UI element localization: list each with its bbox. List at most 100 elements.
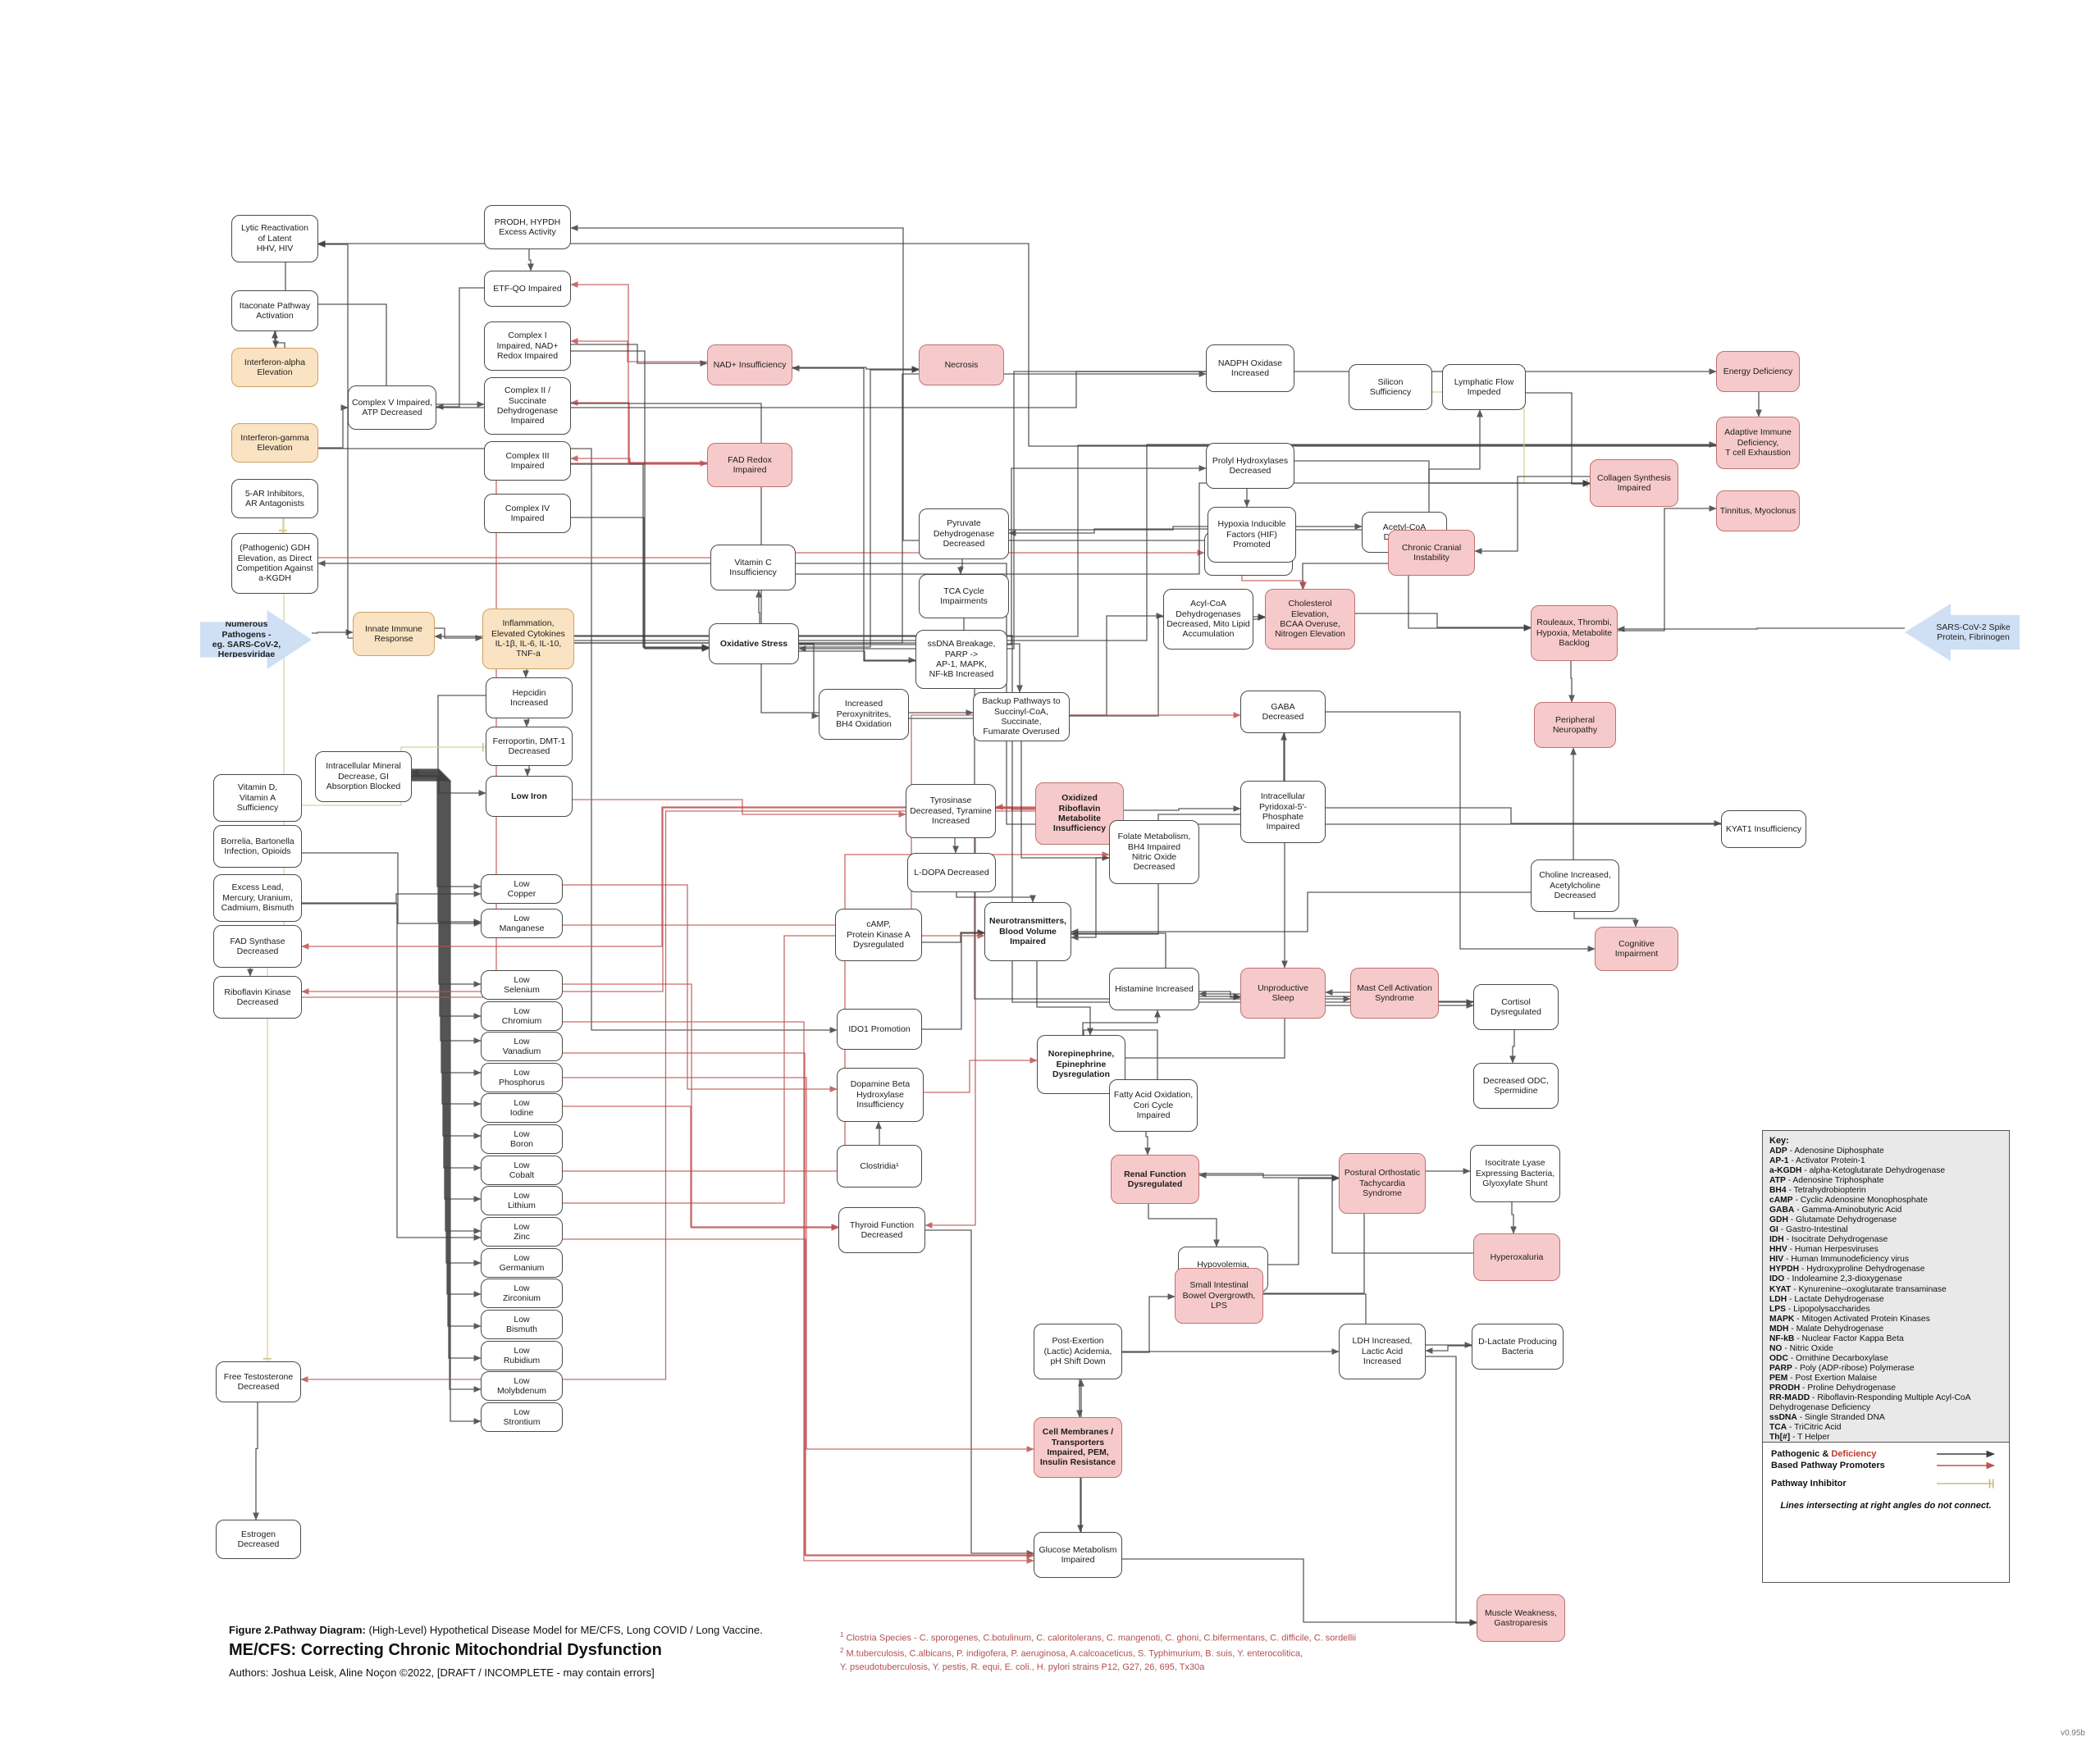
node-low-zirconium: Low Zirconium [481,1279,563,1308]
legend-promoters-deficiency: Deficiency [1831,1449,1877,1459]
edge-norepinephrine-to-histamine [1082,1010,1161,1035]
legend-promoters-2: Based Pathway Promoters [1771,1461,2001,1470]
node-low-copper: Low Copper [481,874,563,904]
node-nadph: NADPH Oxidase Increased [1206,344,1294,392]
authors-line: Authors: Joshua Leisk, Aline Noçon ©2022… [229,1666,655,1679]
node-prolyl: Prolyl Hydroxylases Decreased [1206,443,1294,489]
node-complex3: Complex III Impaired [484,441,571,481]
key-item-abbr: LDH [1769,1294,1787,1304]
node-thyroid: Thyroid Function Decreased [838,1207,925,1253]
key-item: IDO - Indoleamine 2,3-dioxygenase [1769,1274,2002,1284]
edge-oxidative-to-vitamin-c [756,590,762,623]
key-item: a-KGDH - alpha-Ketoglutarate Dehydrogena… [1769,1166,2002,1176]
edge-oxidative-to-peroxynitrites [799,643,819,719]
key-item-abbr: ATP [1769,1176,1786,1185]
key-item: PRODH - Proline Dehydrogenase [1769,1384,2002,1393]
node-sibo: Small Intestinal Bowel Overgrowth, LPS [1175,1268,1263,1324]
edge-l-dopa-to-neurotransmitters [956,892,1036,903]
edge-pyruvate-to-tca [957,559,964,575]
edge-renal-to-hypovolemia [1148,1204,1220,1247]
node-complex1: Complex I Impaired, NAD+ Redox Impaired [484,321,571,371]
key-item: RR-MADD - Riboflavin-Responding Multiple… [1769,1393,2002,1413]
edge-hepcidin-to-ferroportin [523,718,530,727]
key-item-def: - alpha-Ketoglutarate Dehydrogenase [1801,1165,1946,1175]
node-cell-membranes: Cell Membranes / Transporters Impaired, … [1034,1417,1122,1478]
key-item: NF-kB - Nuclear Factor Kappa Beta [1769,1334,2002,1344]
node-gaba: GABA Decreased [1240,691,1326,733]
node-hepcidin: Hepcidin Increased [486,677,573,718]
node-ifn-gamma: Interferon-gamma Elevation [231,423,318,463]
edge-camp-to-neurotransmitters [922,929,985,943]
node-complex2: Complex II / Succinate Dehydrogenase Imp… [484,377,571,435]
node-nad: NAD+ Insufficiency [707,344,792,385]
node-low-strontium: Low Strontium [481,1402,563,1432]
key-item: PARP - Poly (ADP-ribose) Polymerase [1769,1364,2002,1374]
black-arrow-sample [1937,1450,1995,1458]
edge-chronic-cranial-to-lymphatic [1428,409,1483,530]
edge-low-zinc-to-glucose [563,1238,1034,1559]
legend-note: Lines intersecting at right angles do no… [1780,1501,1992,1511]
figure-label: Pathway Diagram: [273,1624,366,1636]
edge-low-iron-to-tyrosinase [573,799,906,818]
key-item-def: - Hydroxyproline Dehydrogenase [1799,1265,1925,1274]
edge-cortisol-to-odc [1509,1030,1516,1064]
key-item-abbr: LPS [1769,1304,1787,1314]
node-mast-cell: Mast Cell Activation Syndrome [1350,968,1439,1019]
node-isocitrate: Isocitrate Lyase Expressing Bacteria, Gl… [1470,1145,1560,1202]
version-label: v0.95b [2060,1729,2085,1738]
node-chronic-cranial: Chronic Cranial Instability [1388,530,1475,576]
legend-promoters-text-b: Based Pathway Promoters [1771,1461,1885,1470]
key-item-abbr: GDH [1769,1215,1788,1225]
node-itaconate: Itaconate Pathway Activation [231,290,318,331]
node-hyperoxaluria: Hyperoxaluria [1473,1233,1560,1281]
edge-choline-to-neurotransmitters [1071,891,1531,935]
node-kyat1: KYAT1 Insufficiency [1721,810,1806,848]
node-vitamin-d: Vitamin D, Vitamin A Sufficiency [213,774,302,822]
key-item-def: - T Helper [1790,1433,1830,1443]
node-prodh: PRODH, HYPDH Excess Activity [484,205,571,249]
edge-complex4-to-oxidative [571,517,710,651]
edge-inflammation-to-adaptive [574,441,1717,641]
node-collagen: Collagen Synthesis Impaired [1590,459,1678,507]
key-item-def: - Isocitrate Dehydrogenase [1783,1235,1888,1245]
edge-intracellular-mineral-to-low-chromium [412,769,482,1019]
node-odc: Decreased ODC, Spermidine [1473,1063,1559,1109]
key-item-abbr: cAMP [1769,1196,1793,1206]
figure-description: (High-Level) Hypothetical Disease Model … [365,1624,763,1636]
node-d-lactate: D-Lactate Producing Bacteria [1472,1324,1564,1370]
key-item-abbr: GI [1769,1225,1778,1235]
edge-intracellular-mineral-to-low-iodine [412,772,482,1107]
node-low-molybdenum: Low Molybdenum [481,1371,563,1401]
node-ssdna: ssDNA Breakage, PARP -> AP-1, MAPK, NF-k… [915,630,1007,689]
node-borrelia: Borrelia, Bartonella Infection, Opioids [213,825,302,868]
key-item: GDH - Glutamate Dehydrogenase [1769,1215,2002,1225]
node-muscle: Muscle Weakness, Gastroparesis [1477,1594,1565,1642]
edge-intracellular-mineral-to-low-lithium [412,774,482,1202]
edge-excess-lead-to-low-copper [302,891,482,904]
key-item: MAPK - Mitogen Activated Protein Kinases [1769,1315,2002,1324]
node-estrogen: Estrogen Decreased [216,1520,301,1559]
node-ferroportin: Ferroportin, DMT-1 Decreased [486,727,573,766]
edge-adaptive-to-lytic [317,240,1716,447]
node-oxidative: Oxidative Stress [709,623,799,664]
node-adaptive: Adaptive Immune Deficiency, T cell Exhau… [1716,417,1800,469]
key-item-abbr: MAPK [1769,1314,1795,1324]
key-item: cAMP - Cyclic Adenosine Monophosphate [1769,1196,2002,1206]
node-tyrosinase: Tyrosinase Decreased, Tyramine Increased [906,784,996,838]
edge-intracellular-mineral-to-low-vanadium [412,770,482,1044]
key-item-def: - Single Stranded DNA [1796,1413,1885,1423]
key-item: ssDNA - Single Stranded DNA [1769,1413,2002,1423]
key-item-abbr: KYAT [1769,1284,1792,1294]
edge-complex1-to-nad [571,344,708,367]
key-item-abbr: HIV [1769,1255,1784,1265]
edge-free-testosterone-to-estrogen [253,1402,259,1520]
node-ifn-alpha: Interferon-alpha Elevation [231,348,318,387]
key-item: AP-1 - Activator Protein-1 [1769,1156,2002,1166]
edge-d-lactate-to-ldh [1425,1345,1472,1354]
node-energy: Energy Deficiency [1716,351,1800,392]
node-five-ar: 5-AR Inhibitors, AR Antagonists [231,479,318,518]
legend-promoters-label: Pathogenic & Deficiency [1771,1449,1876,1459]
key-item-abbr: PEM [1769,1373,1788,1383]
